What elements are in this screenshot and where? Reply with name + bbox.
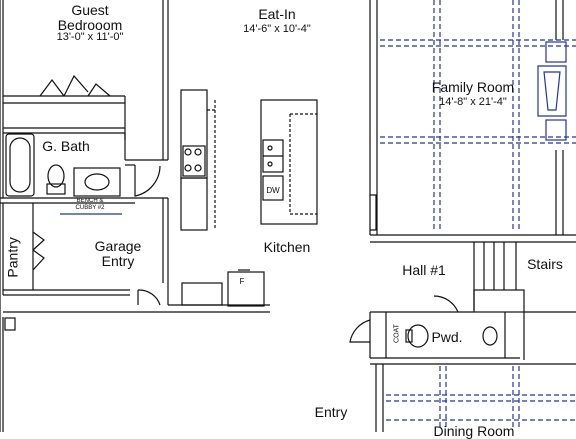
kitchen-name: Kitchen <box>263 239 311 255</box>
vanity <box>73 167 121 197</box>
g-bath-name: G. Bath <box>42 138 90 154</box>
coat-label: COAT <box>393 324 401 343</box>
dining-walls <box>375 364 384 432</box>
family-room-name: Family Room <box>431 79 515 95</box>
hall-label: Hall #1 <box>396 263 452 278</box>
garage-walls <box>2 304 270 432</box>
kitchen-island <box>260 99 318 225</box>
entry-name: Entry <box>314 404 348 420</box>
toilet <box>46 164 66 195</box>
ceiling-beams <box>380 0 576 232</box>
pantry-name: Pantry <box>4 237 21 278</box>
dining-room-name: Dining Room <box>433 423 515 439</box>
pwd-label: Pwd. <box>427 330 467 345</box>
hall-name: Hall #1 <box>402 262 446 278</box>
pantry-door <box>32 231 45 271</box>
garage-entry-name-1: Garage <box>94 238 142 254</box>
stairs-label: Stairs <box>520 257 570 272</box>
bath-door-swing <box>134 165 161 197</box>
eat-in-label: Eat-In 14'-6" x 10'-4" <box>232 7 322 35</box>
fridge-label: F <box>239 277 245 286</box>
guest-bedroom-label: Guest Bedrooom 13'-0" x 11'-0" <box>50 3 130 44</box>
dishwasher-label: DW <box>266 186 280 195</box>
powder-toilet <box>405 324 498 348</box>
stairs-name: Stairs <box>527 256 563 272</box>
garage-door-swing <box>137 289 161 306</box>
garage-entry-label: Garage Entry <box>86 239 150 268</box>
family-room-walls <box>369 0 576 243</box>
dining-beams <box>386 366 576 430</box>
stairs <box>473 242 576 360</box>
kitchen-label: Kitchen <box>255 240 319 255</box>
eat-in-name: Eat-In <box>258 6 296 22</box>
g-bath-label: G. Bath <box>38 139 94 154</box>
guest-bedroom-name-1: Guest <box>71 2 109 18</box>
pantry-label: Pantry <box>4 232 21 282</box>
guest-bedroom-name-2: Bedrooom <box>57 16 123 33</box>
kitchen-cabinets-left <box>180 89 216 231</box>
guest-bath-walls <box>0 127 168 204</box>
guest-bedroom-dims: 13'-0" x 11'-0" <box>56 31 124 44</box>
closet-doors <box>39 74 111 97</box>
eat-in-dims: 14'-6" x 10'-4" <box>243 22 311 35</box>
dining-room-label: Dining Room <box>424 424 524 439</box>
bench-line-2: CUBBY #2 <box>75 204 105 211</box>
fridge <box>181 269 265 307</box>
pwd-name: Pwd. <box>431 329 463 345</box>
bench-cubby-label: BENCH & CUBBY #2 <box>58 198 122 211</box>
fireplace-icon <box>537 41 567 141</box>
bench-line-1: BENCH & <box>76 198 104 204</box>
family-room-dims: 14'-8" x 21'-4" <box>439 95 507 108</box>
family-room-label: Family Room 14'-8" x 21'-4" <box>418 80 528 108</box>
bathtub <box>5 133 35 197</box>
garage-entry-walls <box>2 197 169 305</box>
guest-bedroom-walls <box>0 0 169 432</box>
powder-room-walls <box>349 295 576 365</box>
garage-entry-name-2: Entry <box>101 252 135 269</box>
entry-label: Entry <box>306 405 356 420</box>
